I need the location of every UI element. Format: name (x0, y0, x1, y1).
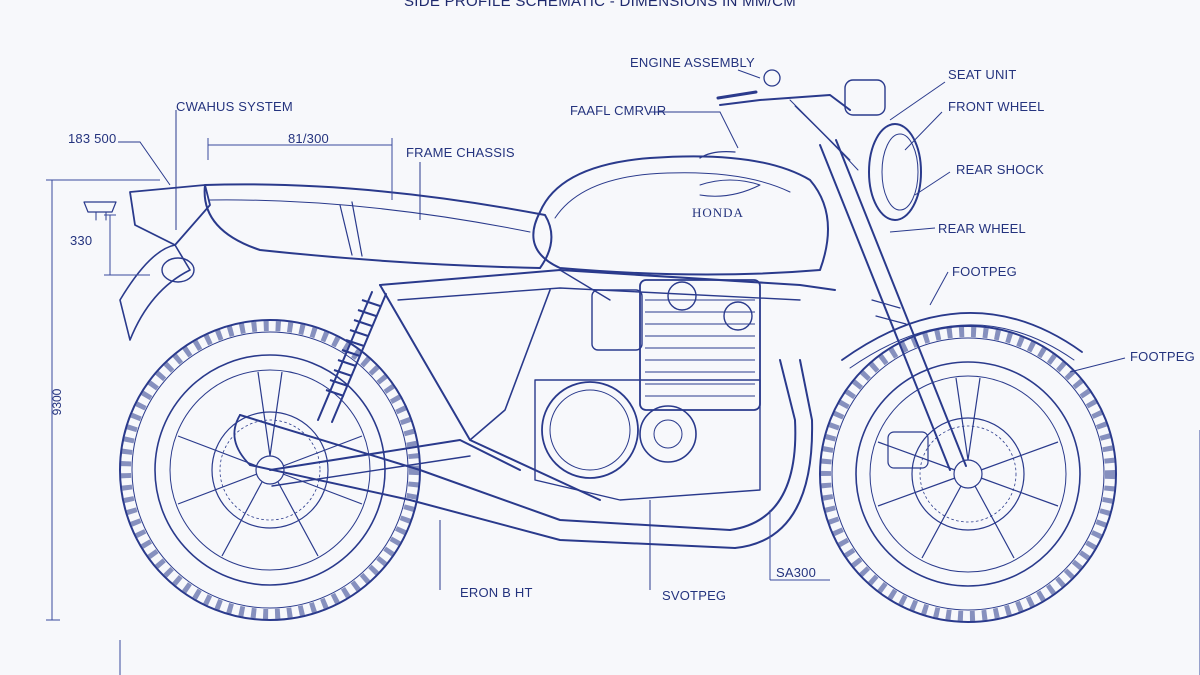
label-front-wheel: FRONT WHEEL (948, 99, 1045, 114)
headlight (716, 69, 922, 221)
engine-assembly (534, 279, 761, 501)
brand-logo: HONDA (692, 205, 744, 220)
rear-wheel (119, 319, 421, 621)
front-wheel (819, 312, 1117, 623)
dim-overall-height: 9300 (50, 388, 64, 416)
label-engine-assembly: ENGINE ASSEMBLY (630, 55, 755, 70)
dim-seat-length: 81/300 (288, 131, 329, 146)
exhaust-system (233, 359, 814, 549)
fuel-tank (532, 150, 829, 276)
callout-leaders (118, 69, 1126, 590)
diagram-title: SIDE PROFILE SCHEMATIC - DIMENSIONS IN M… (403, 0, 797, 10)
dim-wheelbase: SA300 (776, 565, 817, 580)
seat-unit (83, 183, 553, 341)
dim-rear-overhang: 183 500 (68, 131, 117, 146)
dim-seat-height: 330 (70, 233, 93, 248)
label-seat-unit: SEAT UNIT (948, 67, 1017, 82)
label-exhaust-system: CWAHUS SYSTEM (176, 99, 293, 114)
label-rear-wheel: REAR WHEEL (938, 221, 1026, 236)
front-fork (819, 139, 967, 471)
label-frame-chassis: FRAME CHASSIS (406, 145, 515, 160)
label-footpeg-right: FOOTPEG (1130, 349, 1195, 364)
rear-shock (317, 291, 387, 423)
label-fuel-tank: FAAFL CMRVIR (570, 103, 667, 118)
label-rear-shock: REAR SHOCK (956, 162, 1044, 177)
label-front-brake: ERON B HT (460, 585, 533, 600)
label-footpeg-upper: FOOTPEG (952, 264, 1017, 279)
label-swingarm-footpeg: SVOTPEG (662, 588, 727, 603)
frame-chassis (269, 269, 836, 501)
dimension-lines (46, 138, 1200, 675)
